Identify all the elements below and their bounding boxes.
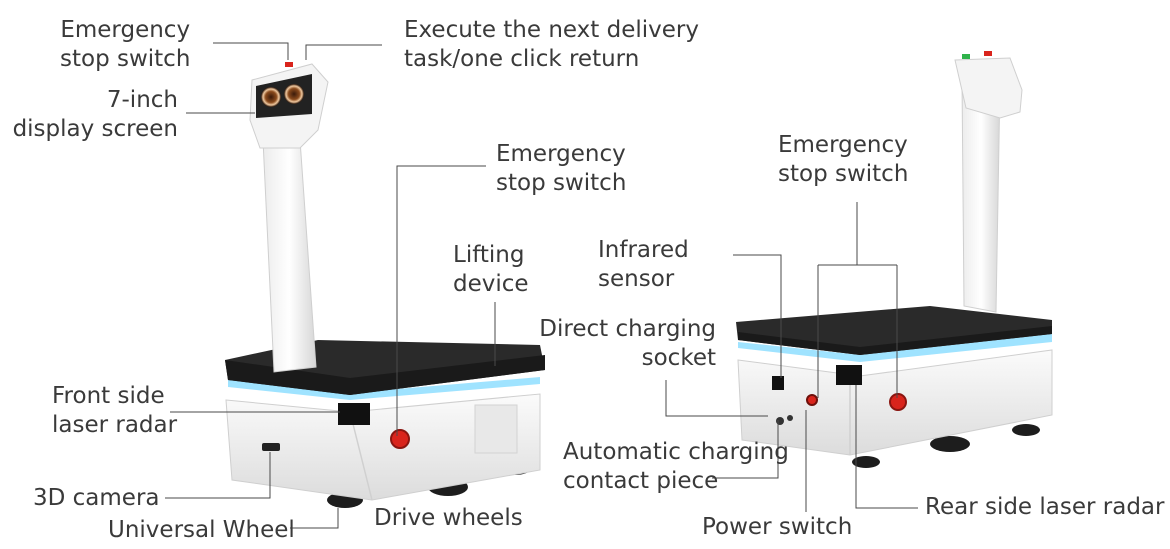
rear-robot [736,51,1053,468]
body-estop-shape [390,429,410,449]
label-charging-socket: Direct charging socket [539,316,716,371]
camera-slot [262,443,280,451]
label-power-switch: Power switch [702,514,853,540]
label-universal-wheel: Universal Wheel [108,517,295,543]
radar-window [338,403,370,425]
front-robot [225,62,545,508]
label-front-radar: Front side laser radar [52,383,178,438]
label-infrared-sensor: Infrared sensor [598,237,689,292]
label-contact-piece: Automatic charging contact piece [563,439,789,494]
label-rear-estop: Emergency stop switch [778,132,909,187]
label-drive-wheels: Drive wheels [374,505,523,531]
left-eye [261,87,281,107]
label-body-estop: Emergency stop switch [496,141,627,196]
label-next-task: Execute the next delivery task/one click… [404,17,699,72]
label-lifting-device: Lifting device [453,242,529,297]
label-rear-radar: Rear side laser radar [925,494,1165,520]
leader-lines [165,42,918,529]
right-eye [284,84,304,104]
label-display-screen: 7-inch display screen [12,87,178,142]
label-3d-camera: 3D camera [33,485,160,511]
label-front-estop: Emergency stop switch [60,17,191,72]
